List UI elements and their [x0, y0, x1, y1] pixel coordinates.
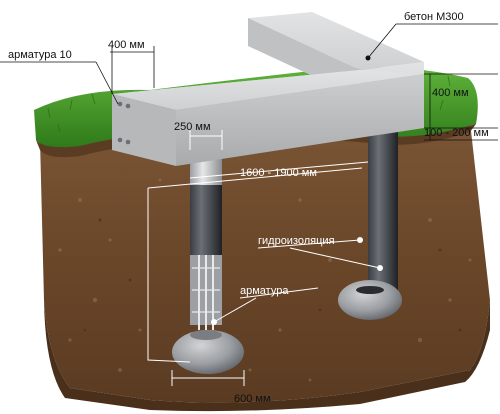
soil-block [40, 122, 490, 412]
label-pile-depth: 1600 - 1900 мм [240, 167, 317, 179]
pile-right [338, 130, 402, 320]
concrete-beam [112, 12, 424, 166]
rebar-cage [192, 255, 220, 330]
label-beam-height: 400 мм [432, 87, 469, 99]
label-waterproofing: гидроизоляция [258, 235, 335, 247]
concrete-pointer-dot [365, 55, 371, 61]
pile-left [172, 150, 244, 374]
dimension-lines [147, 130, 381, 386]
label-rebar-top: арматура 10 [8, 49, 72, 61]
label-beam-width: 400 мм [108, 39, 145, 51]
label-concrete: бетон М300 [404, 11, 464, 23]
label-rebar-bottom: арматура [240, 285, 289, 297]
dimension-lines-dark [0, 23, 498, 141]
rebar-pointer-dot [211, 319, 217, 325]
label-pile-diameter: 250 мм [174, 121, 211, 133]
hydro-pointer-dot [357, 237, 363, 243]
label-base-diameter: 600 мм [234, 393, 271, 405]
label-gap: 100 - 200 мм [424, 127, 489, 139]
soil-texture [58, 178, 472, 382]
